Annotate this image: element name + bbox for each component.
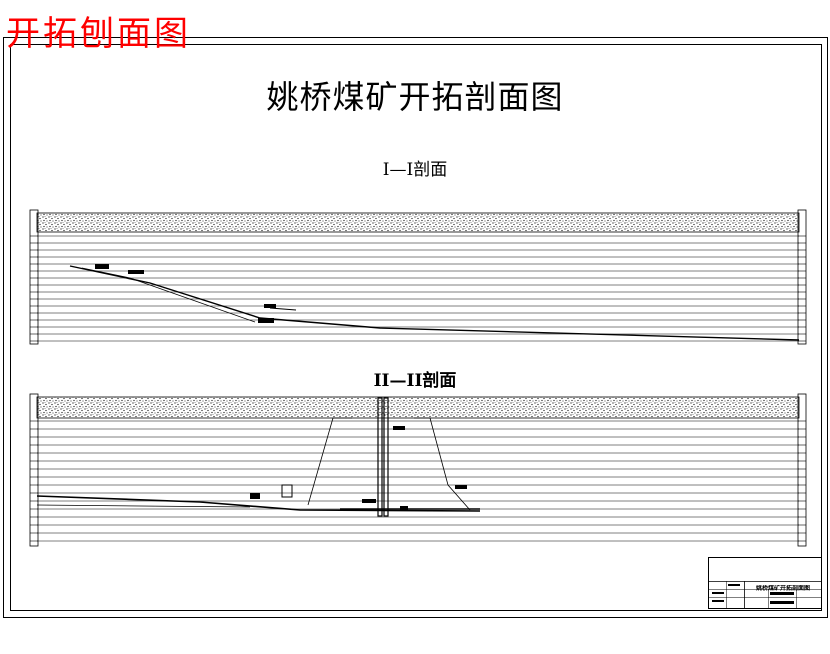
section-1-title: I—I剖面 [382,160,448,180]
section-2-marker-c [362,499,376,503]
section-1-right-scale [797,209,807,345]
section-1-marker-b [128,270,144,274]
outer-border [3,37,828,618]
title-block-grid [708,557,822,609]
section-2-marker-f [400,506,408,510]
pillar-left-line [307,417,334,506]
section-2-seam-line [36,495,481,512]
section-1-marker-c [264,304,276,308]
section-2-alluvium-layer [36,396,800,419]
section-2-marker-b [281,484,293,498]
section-1-spur [269,307,297,311]
section-2-marker-a [250,493,260,499]
section-2-marker-e [455,485,467,489]
pillar-right-line [429,417,471,511]
section-2-left-scale [29,393,39,547]
section-1-profile [29,209,807,345]
section-2-level-lines [30,420,806,542]
main-shaft [377,397,383,517]
section-2-right-scale [797,393,807,547]
auxiliary-shaft [383,397,389,517]
overlay-title: 开拓刨面图 [6,14,191,54]
section-1-roadway [81,267,256,323]
section-1-marker-d [258,318,274,323]
section-2-profile [29,393,807,547]
section-1-seam-line [69,265,800,341]
section-1-level-lines [30,235,806,342]
section-2-marker-d [393,426,405,430]
section-2-lower-seam [36,504,251,508]
section-1-marker-a [95,264,109,269]
drawing-title: 姚桥煤矿开拓剖面图 [266,78,564,116]
title-block-name: 姚桥煤矿开拓剖面图 [755,585,810,592]
section-1-left-scale [29,209,39,345]
section-1-alluvium-layer [36,212,800,233]
section-2-title: II—II剖面 [373,371,457,391]
inner-border [10,44,822,611]
title-block: 姚桥煤矿开拓剖面图 [708,557,822,609]
